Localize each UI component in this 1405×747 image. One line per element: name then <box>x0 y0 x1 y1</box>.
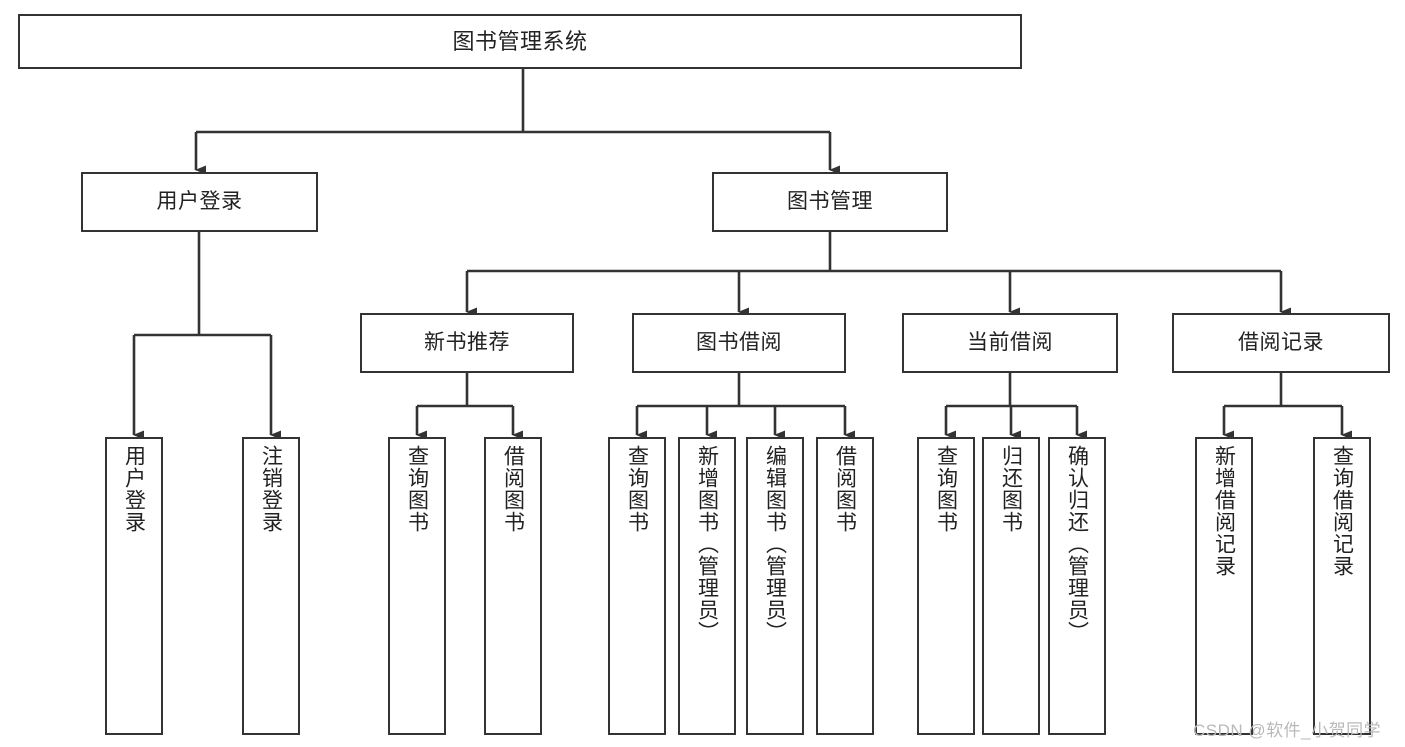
leaf-current-return-book[interactable]: 归还图书 <box>982 437 1040 735</box>
node-label: 借阅记录 <box>1238 330 1324 354</box>
leaf-user-login-login[interactable]: 用户登录 <box>105 437 163 735</box>
leaf-record-query-record[interactable]: 查询借阅记录 <box>1313 437 1371 735</box>
node-label: 图书管理系统 <box>452 28 588 54</box>
node-borrow-record[interactable]: 借阅记录 <box>1172 313 1390 373</box>
node-book-management[interactable]: 图书管理 <box>712 172 948 232</box>
node-label: 新增借阅记录 <box>1212 445 1236 577</box>
node-label: 查询图书 <box>625 445 649 533</box>
node-label: 图书借阅 <box>696 330 782 354</box>
node-label: 借阅图书 <box>501 445 525 533</box>
node-label: 归还图书 <box>999 445 1023 533</box>
node-label: 查询图书 <box>934 445 958 533</box>
node-label: 新书推荐 <box>424 330 510 354</box>
node-label: 查询借阅记录 <box>1330 445 1354 577</box>
leaf-borrow-query-book[interactable]: 查询图书 <box>608 437 666 735</box>
node-label: 确认归还（管理员） <box>1065 445 1089 643</box>
watermark-text: CSDN @软件_小贺同学 <box>1193 721 1382 740</box>
leaf-current-query-book[interactable]: 查询图书 <box>917 437 975 735</box>
node-label: 新增图书（管理员） <box>695 445 719 643</box>
node-book-borrow[interactable]: 图书借阅 <box>632 313 846 373</box>
leaf-borrow-borrow-book[interactable]: 借阅图书 <box>816 437 874 735</box>
leaf-borrow-add-book[interactable]: 新增图书（管理员） <box>678 437 736 735</box>
node-label: 借阅图书 <box>833 445 857 533</box>
leaf-record-add-record[interactable]: 新增借阅记录 <box>1195 437 1253 735</box>
node-user-login[interactable]: 用户登录 <box>81 172 318 232</box>
node-root-system[interactable]: 图书管理系统 <box>18 14 1022 69</box>
node-label: 注销登录 <box>259 445 283 533</box>
node-label: 当前借阅 <box>967 330 1053 354</box>
leaf-recommend-query-book[interactable]: 查询图书 <box>388 437 446 735</box>
node-label: 编辑图书（管理员） <box>763 445 787 643</box>
leaf-user-login-logout[interactable]: 注销登录 <box>242 437 300 735</box>
node-label: 用户登录 <box>122 445 146 533</box>
node-current-borrow[interactable]: 当前借阅 <box>902 313 1118 373</box>
node-new-book-recommend[interactable]: 新书推荐 <box>360 313 574 373</box>
leaf-recommend-borrow-book[interactable]: 借阅图书 <box>484 437 542 735</box>
node-label: 查询图书 <box>405 445 429 533</box>
leaf-current-confirm-return[interactable]: 确认归还（管理员） <box>1048 437 1106 735</box>
node-label: 用户登录 <box>156 189 243 213</box>
node-label: 图书管理 <box>787 189 873 213</box>
leaf-borrow-edit-book[interactable]: 编辑图书（管理员） <box>746 437 804 735</box>
